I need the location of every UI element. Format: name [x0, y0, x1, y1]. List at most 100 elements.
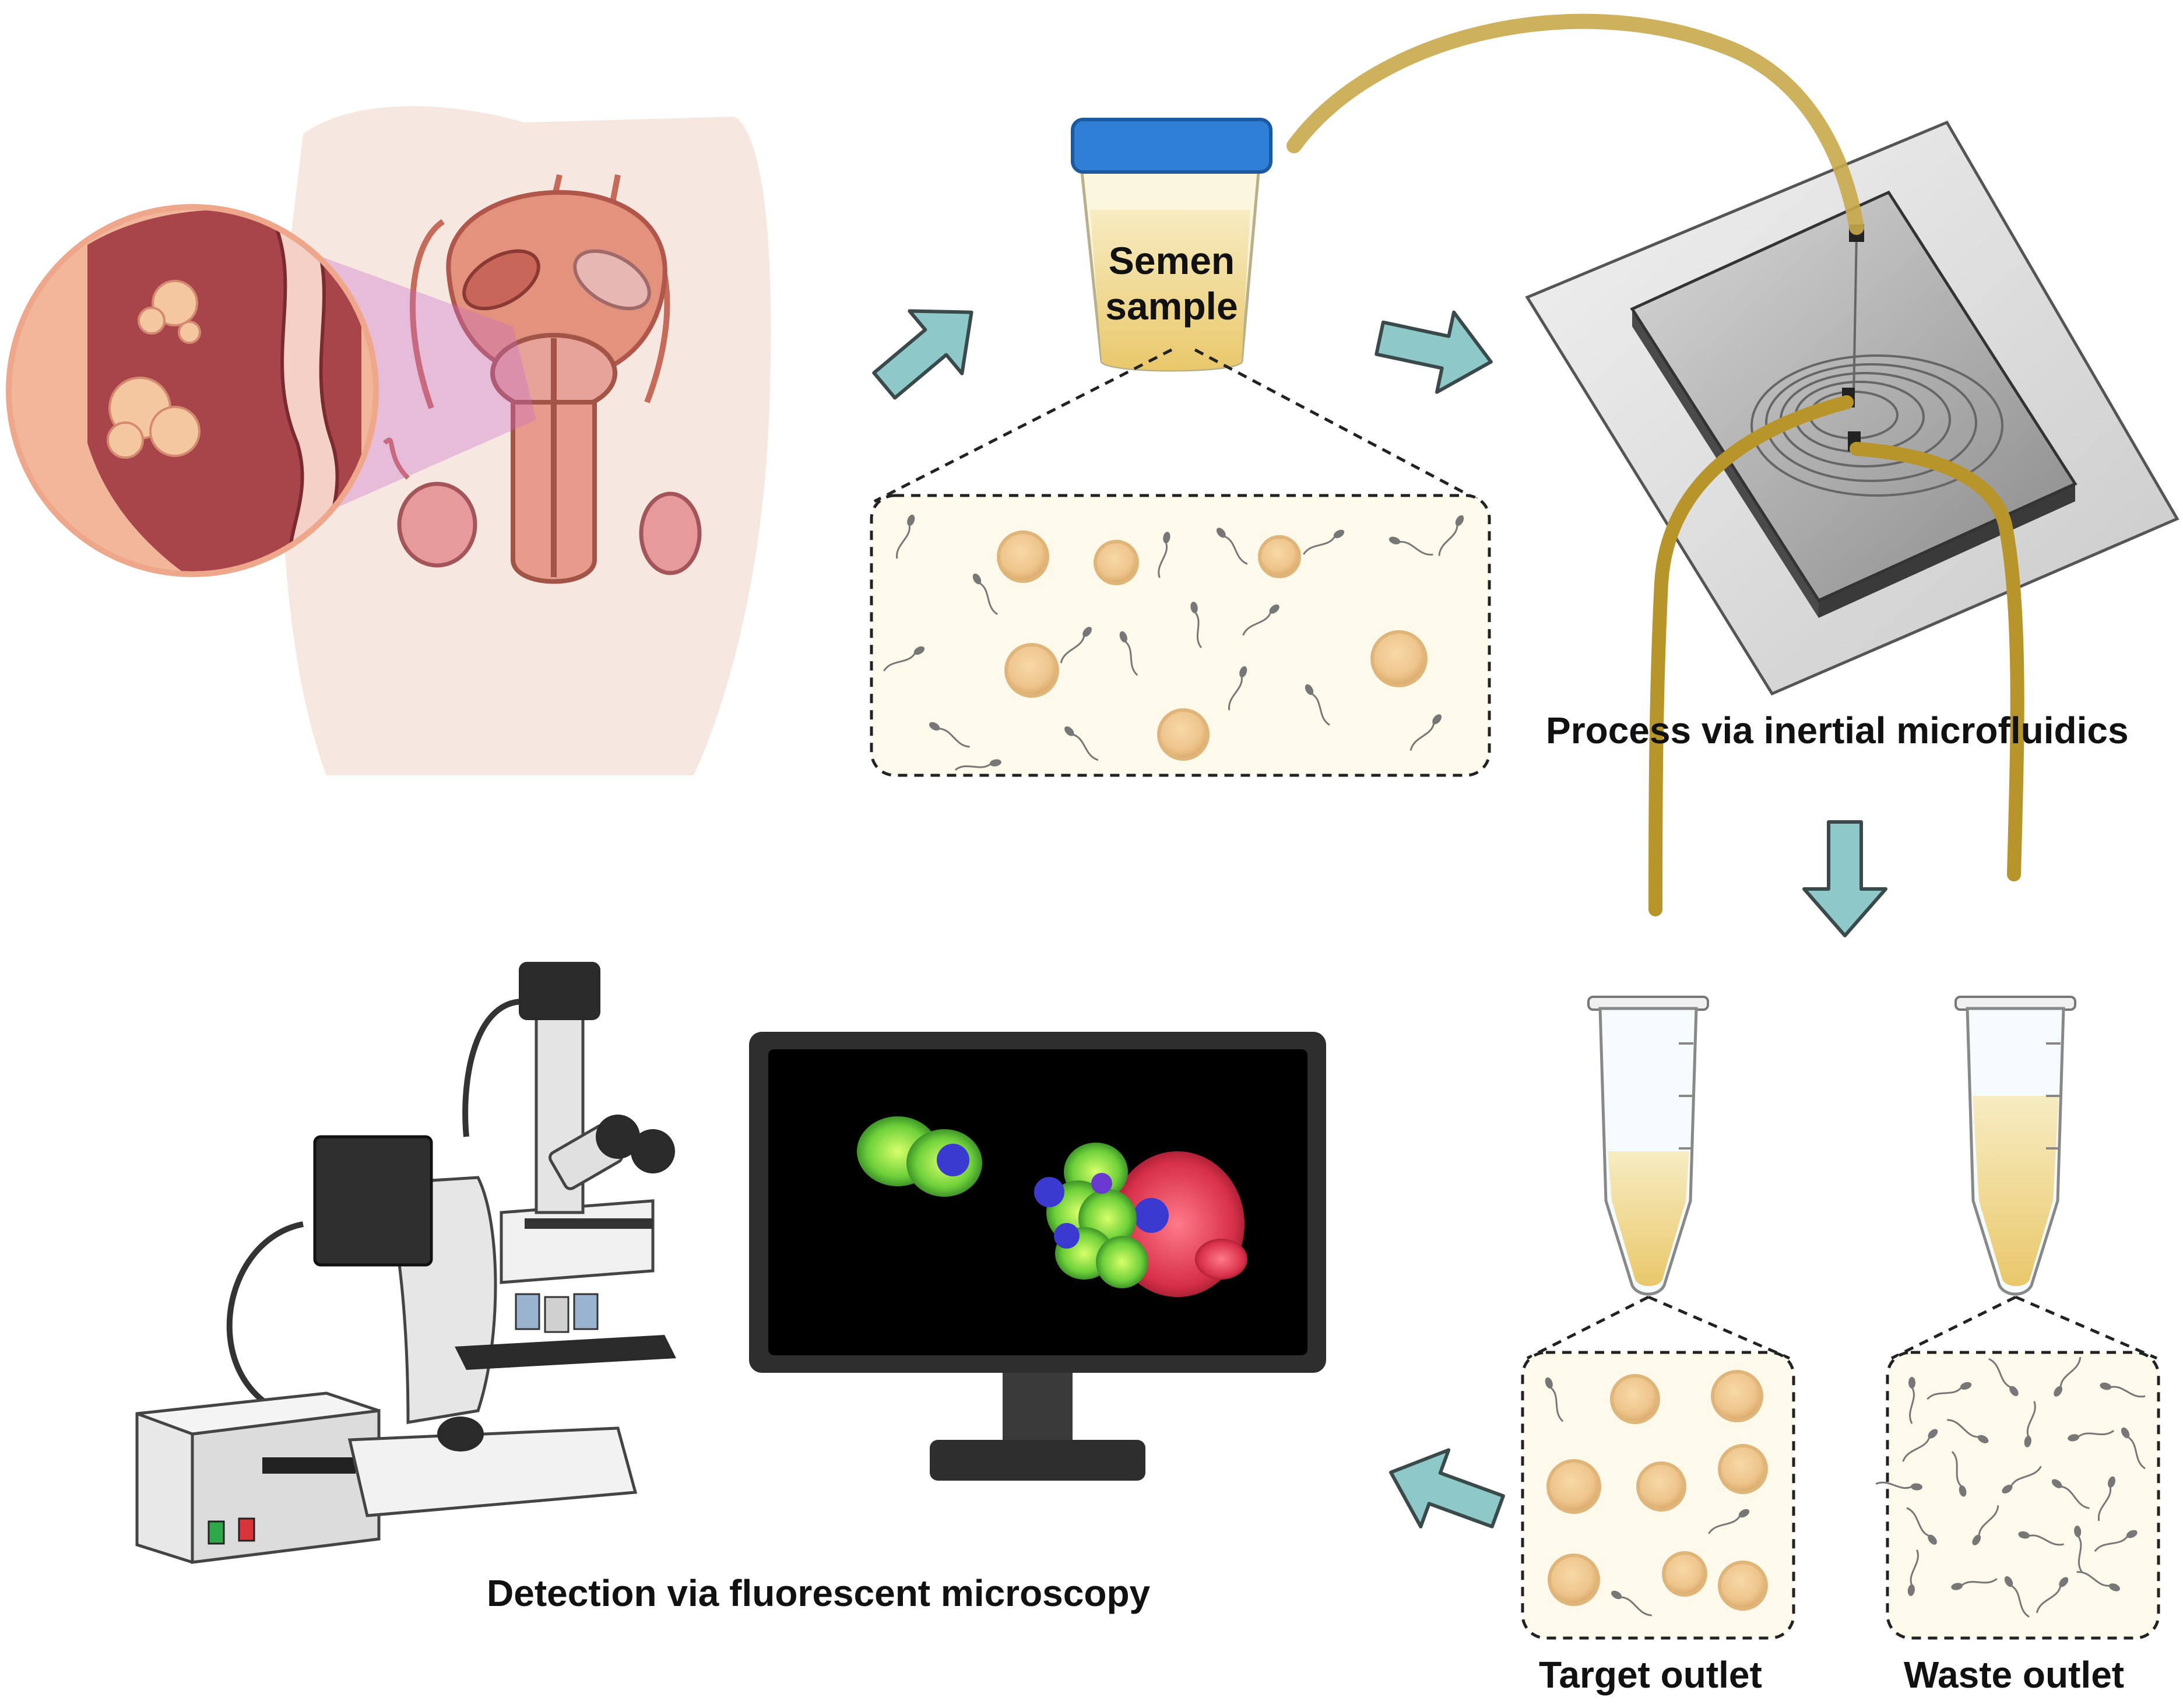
cancer-cell: [1662, 1551, 1707, 1597]
sperm-cell: [1438, 515, 1464, 556]
sperm-cell: [2076, 1571, 2120, 1591]
arrow-chip-to-tubes: [1802, 820, 1887, 937]
arrow-target-to-detection: [1389, 1448, 1505, 1528]
microscope-base: [347, 1426, 638, 1517]
green-switch: [208, 1520, 225, 1545]
cancer-cell: [1157, 708, 1210, 761]
cancer-cell: [1610, 1374, 1660, 1424]
semen-sample-label-line1: Semen: [1109, 239, 1235, 282]
cancer-cell: [1258, 535, 1301, 578]
sperm-cell: [1060, 627, 1092, 663]
waste-tube-fluid: [1973, 1096, 2059, 1287]
waste-outlet-label: Waste outlet: [1904, 1654, 2124, 1696]
inlet-tube: [1286, 13, 1864, 235]
sample-inset-content: [883, 514, 1464, 771]
sperm-cell: [1972, 1505, 1999, 1545]
sperm-cell: [1907, 1549, 1919, 1596]
target-tube-fluid: [1608, 1151, 1689, 1287]
waste-tube-vial: [1954, 996, 2076, 1296]
sperm-cell: [2018, 1531, 2064, 1546]
sperm-cell: [1951, 1451, 1967, 1497]
tubing: [1286, 13, 2024, 916]
sperm-cell: [2036, 1577, 2069, 1614]
arrow-anatomy-to-cup: [872, 309, 973, 400]
sperm-cell: [1927, 1382, 1972, 1400]
sperm-cell: [1988, 1358, 2019, 1397]
sperm-cell: [1305, 684, 1330, 726]
waste-inset-content: [1875, 1356, 2146, 1618]
sperm-cell: [2121, 1427, 2146, 1470]
sperm-cell: [2097, 1476, 2115, 1521]
cancer-cell: [1004, 643, 1059, 698]
power-cable: [226, 1221, 327, 1425]
sperm-cell: [1216, 528, 1248, 565]
cancer-cell: [997, 530, 1049, 583]
testis-right: [639, 491, 702, 575]
microfluidic-chip: [1525, 120, 2180, 696]
sperm-cell: [883, 646, 925, 672]
sperm-cell: [1708, 1509, 1750, 1534]
sperm-cell: [1902, 1429, 1938, 1462]
seminal-vesicle-left: [462, 249, 540, 311]
waste-tube: [1850, 442, 2024, 881]
sample-inset-connector: [873, 348, 1482, 503]
target-inset-content: [1545, 1370, 1768, 1616]
camera: [519, 962, 600, 1020]
sperm-cell: [1064, 726, 1099, 761]
sperm-cell: [1119, 631, 1138, 676]
sperm-cell: [2094, 1530, 2138, 1552]
sperm-cell: [1947, 1419, 1989, 1443]
objectives: [515, 1293, 599, 1333]
sperm-cell: [929, 722, 970, 748]
semen-sample-label-line2: sample: [1105, 284, 1238, 328]
monitor-stand: [930, 1440, 1145, 1481]
sperm-cell: [1611, 1590, 1652, 1616]
sperm-cell: [1303, 529, 1345, 555]
sperm-cell: [1190, 602, 1203, 648]
cancer-cell: [1718, 1444, 1768, 1494]
sperm-cell: [1908, 1377, 1915, 1424]
power-supply-box: [135, 1391, 381, 1564]
sperm-cell: [1906, 1507, 1937, 1545]
cancer-cell: [1546, 1459, 1601, 1514]
sperm-cell: [1951, 1577, 1998, 1590]
outlet-connectors: [1526, 1295, 2157, 1360]
sperm-cell: [955, 759, 1001, 771]
cancer-cell: [1718, 1561, 1768, 1611]
eyepieces: [549, 1115, 675, 1190]
sperm-cell: [1875, 1481, 1922, 1491]
detection-label: Detection via fluorescent microscopy: [487, 1572, 1151, 1614]
cancer-cell: [1548, 1554, 1600, 1606]
sperm-cell: [1228, 666, 1247, 711]
tumor-clusters: [107, 280, 201, 459]
cancer-cell: [1094, 540, 1139, 585]
sperm-cell: [2002, 1465, 2042, 1493]
target-outlet-label: Target outlet: [1539, 1654, 1762, 1696]
seminal-vesicle-right: [573, 249, 651, 311]
waste-inset-box: [1886, 1351, 2160, 1640]
fluorescent-cells-image: [857, 1116, 1247, 1297]
target-tube-vial: [1587, 996, 1709, 1296]
microscope-stage: [455, 1335, 676, 1370]
cup-lid: [1071, 118, 1272, 174]
red-switch: [238, 1517, 255, 1542]
process-label: Process via inertial microfluidics: [1546, 709, 2129, 751]
sperm-cell: [896, 514, 915, 559]
sperm-cell: [2068, 1429, 2114, 1442]
monitor: [749, 1032, 1326, 1481]
sperm-cell: [2074, 1526, 2083, 1573]
target-tube: [1648, 395, 1854, 916]
sperm-cell: [1242, 604, 1279, 636]
fluorescence-microscope: [135, 962, 676, 1564]
sperm-cell: [2051, 1479, 2090, 1509]
cancer-cell: [1636, 1461, 1686, 1512]
sperm-cell: [2024, 1401, 2036, 1447]
cancer-cell: [1711, 1370, 1763, 1422]
lamp-housing: [313, 1135, 433, 1267]
arrow-cup-to-chip: [1375, 310, 1493, 394]
sperm-cell: [1158, 532, 1170, 578]
anatomy-illustration: [6, 106, 771, 776]
cup-fluid: [1090, 210, 1250, 370]
focus-knob: [437, 1417, 484, 1452]
